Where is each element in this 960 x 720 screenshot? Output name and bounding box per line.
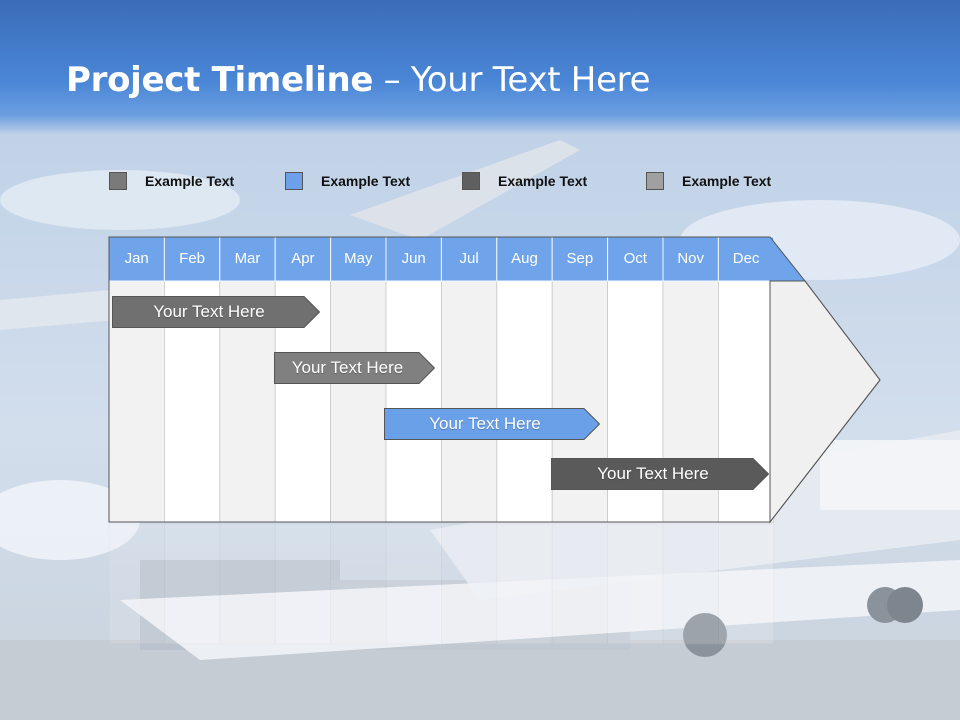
month-column-reflection-jan [108,523,165,645]
month-header-mar [219,236,276,282]
task-arrow-shape-4 [551,458,769,490]
legend-swatch-1 [109,172,127,190]
month-column-reflection-apr [274,523,332,645]
legend-swatch-4 [646,172,664,190]
month-column-reflection-sep [551,523,609,645]
legend-item-2: Example Text [285,170,410,192]
month-column-reflection-dec [718,523,775,645]
task-bar-2[interactable]: Your Text Here [274,352,435,384]
month-header-apr [274,236,332,282]
task-label-1: Your Text Here [153,302,265,321]
month-column-reflection-feb [163,523,221,645]
legend-item-3: Example Text [462,170,587,192]
legend-swatch-2 [285,172,303,190]
legend-item-1: Example Text [109,170,234,192]
month-label-apr: Apr [291,250,315,267]
month-header-aug [496,236,553,282]
month-label-jun: Jun [401,250,426,267]
legend-label-2: Example Text [321,173,411,189]
month-column-reflection-oct [607,523,664,645]
task-arrow-shape-3 [384,408,600,440]
month-label-feb: Feb [179,250,206,267]
month-column-jul [440,280,498,523]
month-column-aug [496,280,553,523]
month-label-may: May [344,250,373,267]
month-column-reflection-jun [385,523,442,645]
month-label-oct: Oct [623,250,647,267]
title-bold: Project Timeline [66,60,374,100]
month-column-reflection-nov [662,523,719,645]
legend-swatch-3 [462,172,480,190]
timeline-outline [108,236,881,523]
task-bar-4[interactable]: Your Text Here [551,458,769,490]
task-bar-3[interactable]: Your Text Here [384,408,600,440]
legend-label-1: Example Text [145,173,235,189]
month-label-jan: Jan [124,250,149,267]
legend-label-3: Example Text [498,173,588,189]
task-label-3: Your Text Here [429,414,541,433]
month-header-sep [551,236,609,282]
month-label-nov: Nov [677,250,705,267]
task-label-2: Your Text Here [291,358,404,377]
month-header-may [330,236,387,282]
month-column-reflection-mar [219,523,276,645]
month-header-feb [163,236,221,282]
month-label-jul: Jul [459,250,479,267]
month-column-reflection-aug [496,523,553,645]
task-label-4: Your Text Here [597,464,709,483]
task-bar-1[interactable]: Your Text Here [112,296,320,328]
month-column-may [330,280,387,523]
legend-label-4: Example Text [682,173,772,189]
page-title: Project Timeline – Your Text Here [66,60,651,100]
legend-item-4: Example Text [646,170,771,192]
title-band [0,0,960,135]
task-arrow-shape-2 [274,352,435,384]
title-rest: – Your Text Here [373,60,651,100]
month-label-mar: Mar [234,250,261,267]
month-column-reflection-jul [440,523,498,645]
month-label-dec: Dec [732,250,760,267]
month-header-jun [385,236,442,282]
month-column-reflection-may [330,523,387,645]
task-arrow-shape-1 [112,296,320,328]
month-label-sep: Sep [566,250,594,267]
month-label-aug: Aug [511,250,538,267]
month-column-jun [385,280,442,523]
month-header-jul [440,236,498,282]
